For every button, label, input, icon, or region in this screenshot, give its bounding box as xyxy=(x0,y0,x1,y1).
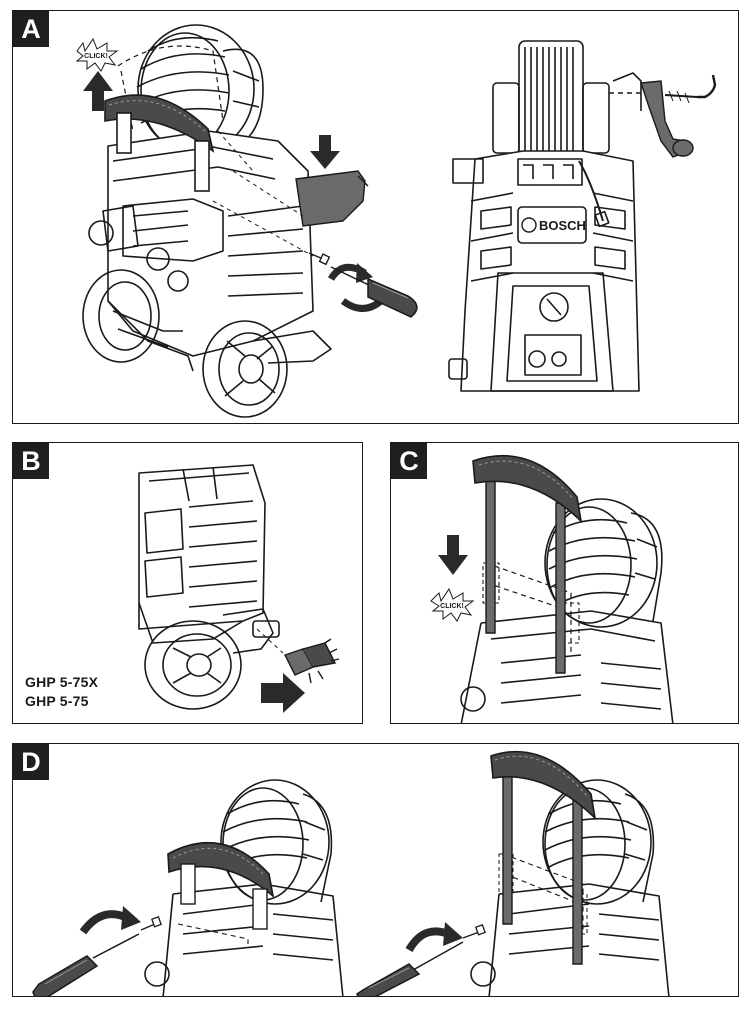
rotate-arrow-icon xyxy=(327,263,384,312)
up-arrow-icon xyxy=(83,71,113,111)
carry-handle xyxy=(167,842,275,930)
screw-icon xyxy=(462,924,486,939)
front-view-machine xyxy=(448,40,642,392)
panel-c-illustration: CLICK! xyxy=(430,454,674,723)
panel-a: A xyxy=(12,10,739,424)
crank-handle-part xyxy=(609,74,717,158)
screw-icon xyxy=(140,916,162,931)
panel-b: B GHP 5-75X GHP 5 xyxy=(12,442,363,724)
right-arrow-icon xyxy=(261,673,305,713)
click-burst-icon: CLICK! xyxy=(75,37,119,72)
screwdriver-icon xyxy=(330,266,418,318)
panel-b-label: B xyxy=(13,443,49,479)
bosch-logo: BOSCH xyxy=(521,217,586,233)
down-arrow-icon xyxy=(310,135,340,169)
screw-icon xyxy=(308,252,331,266)
panel-d: D xyxy=(12,743,739,997)
panel-d-label: D xyxy=(13,744,49,780)
panel-b-illustration xyxy=(138,464,340,713)
model-label-2: GHP 5-75 xyxy=(25,693,89,709)
brand-text: BOSCH xyxy=(539,218,586,233)
click-burst-icon: CLICK! xyxy=(430,587,475,622)
model-label-1: GHP 5-75X xyxy=(25,674,99,690)
panel-d-illustration xyxy=(32,750,670,996)
screwdriver-icon xyxy=(32,933,140,996)
panel-a-illustration: CLICK! xyxy=(75,24,717,418)
cover-part xyxy=(295,170,369,227)
panel-c-label: C xyxy=(391,443,427,479)
nozzle-part xyxy=(284,638,340,684)
click-text: CLICK! xyxy=(440,603,464,610)
screwdriver-icon xyxy=(356,941,464,996)
down-arrow-icon xyxy=(438,535,468,575)
telescopic-handle xyxy=(490,750,597,965)
panel-a-label: A xyxy=(13,11,49,47)
rotate-arrow-icon xyxy=(79,906,141,935)
carry-handle xyxy=(104,94,215,192)
panel-c: C xyxy=(390,442,739,724)
rotate-arrow-icon xyxy=(405,922,463,953)
telescopic-handle xyxy=(472,454,583,674)
click-text: CLICK! xyxy=(84,53,108,60)
